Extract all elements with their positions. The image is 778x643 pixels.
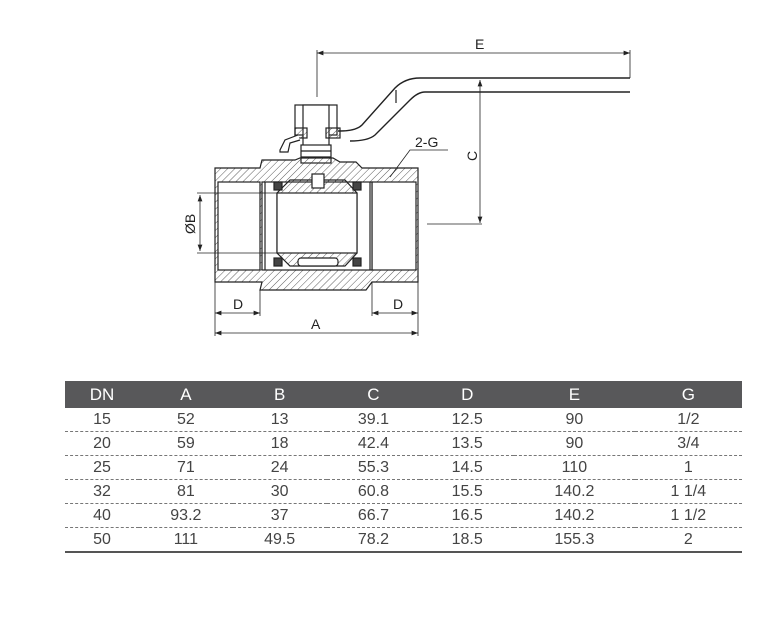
- table-cell-d: 18.5: [420, 527, 515, 553]
- label-g: 2-G: [415, 134, 438, 150]
- table-cell-c: 39.1: [326, 408, 421, 432]
- label-d-left: D: [233, 296, 243, 312]
- table-cell-b: 49.5: [232, 527, 327, 553]
- table-cell-c: 66.7: [326, 503, 421, 528]
- table-cell-dn: 25: [65, 455, 139, 480]
- table-cell-b: 37: [232, 503, 327, 528]
- table-cell-b: 18: [232, 431, 327, 456]
- table-cell-dn: 50: [65, 527, 139, 553]
- table-cell-d: 16.5: [420, 503, 515, 528]
- label-a: A: [311, 316, 321, 332]
- header-e: E: [514, 381, 635, 408]
- table-header-row: DN A B C D E G: [65, 381, 742, 408]
- header-b: B: [232, 381, 327, 408]
- table-cell-e: 90: [514, 408, 635, 432]
- table-cell-e: 155.3: [514, 527, 635, 553]
- header-a: A: [138, 381, 233, 408]
- table-cell-dn: 32: [65, 479, 139, 504]
- table-cell-g: 2: [634, 527, 742, 553]
- table-cell-g: 1 1/2: [634, 503, 742, 528]
- label-e: E: [475, 36, 484, 52]
- table-cell-a: 81: [138, 479, 233, 504]
- table-cell-c: 60.8: [326, 479, 421, 504]
- table-cell-dn: 15: [65, 408, 139, 432]
- table-cell-d: 13.5: [420, 431, 515, 456]
- table-cell-b: 13: [232, 408, 327, 432]
- table-cell-d: 14.5: [420, 455, 515, 480]
- table-cell-e: 110: [514, 455, 635, 480]
- g-leader-line: [389, 149, 448, 178]
- table-cell-c: 42.4: [326, 431, 421, 456]
- table-cell-a: 52: [138, 408, 233, 432]
- table-cell-b: 24: [232, 455, 327, 480]
- table-cell-c: 55.3: [326, 455, 421, 480]
- label-d-right: D: [393, 296, 403, 312]
- table-cell-g: 1/2: [634, 408, 742, 432]
- header-c: C: [326, 381, 421, 408]
- lever-handle: [338, 77, 630, 142]
- table-cell-d: 15.5: [420, 479, 515, 504]
- ball-valve-drawing: E C ØB D D A 2-G: [182, 36, 631, 336]
- label-c: C: [464, 151, 480, 161]
- table-cell-b: 30: [232, 479, 327, 504]
- table-cell-dn: 40: [65, 503, 139, 528]
- header-g: G: [634, 381, 742, 408]
- table-cell-e: 140.2: [514, 479, 635, 504]
- header-dn: DN: [65, 381, 139, 408]
- table-cell-g: 1 1/4: [634, 479, 742, 504]
- table-cell-a: 71: [138, 455, 233, 480]
- table-cell-dn: 20: [65, 431, 139, 456]
- table-cell-c: 78.2: [326, 527, 421, 553]
- table-cell-g: 1: [634, 455, 742, 480]
- table-cell-g: 3/4: [634, 431, 742, 456]
- header-d: D: [420, 381, 515, 408]
- table-cell-a: 93.2: [138, 503, 233, 528]
- label-b: ØB: [182, 214, 198, 234]
- table-cell-a: 111: [138, 527, 233, 553]
- table-cell-e: 140.2: [514, 503, 635, 528]
- table-cell-d: 12.5: [420, 408, 515, 432]
- table-cell-e: 90: [514, 431, 635, 456]
- table-cell-a: 59: [138, 431, 233, 456]
